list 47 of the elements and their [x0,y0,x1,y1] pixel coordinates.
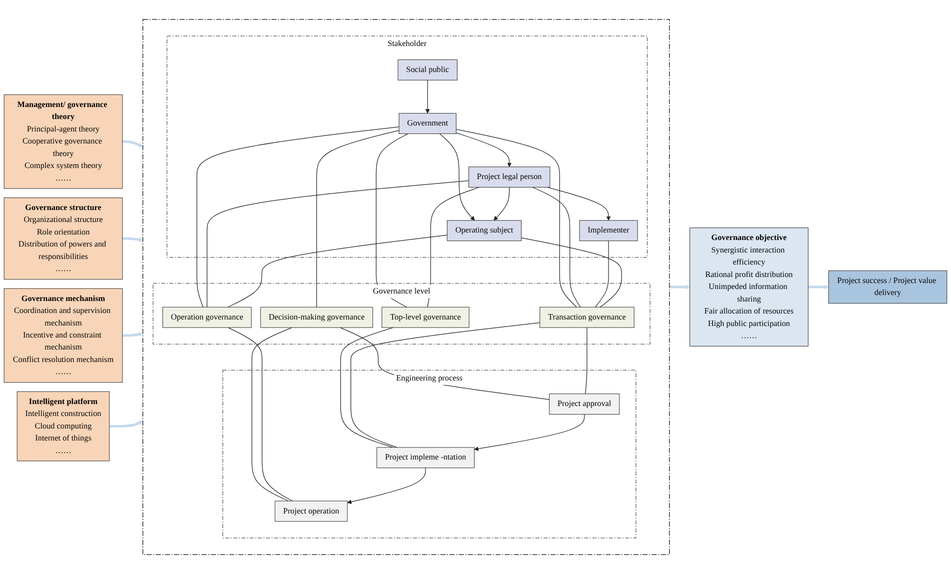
arrow [347,468,426,504]
connector [594,240,609,308]
node-box [162,306,252,328]
connector [228,234,448,308]
node-box [4,288,123,383]
node-box [398,59,458,80]
connector [252,327,292,502]
node-box [4,197,123,280]
arrow [122,332,144,337]
node-box [828,270,948,304]
cluster [142,19,670,555]
node-box [549,394,620,415]
node-box [382,306,470,328]
connector [427,186,480,308]
connector [206,180,470,308]
arrow [546,186,611,221]
arrow [456,132,512,168]
arrow [122,237,144,242]
node-box [446,220,522,242]
connector [196,126,400,308]
connector [350,322,540,448]
arrow [474,414,585,451]
node-box [376,447,475,468]
node-box [579,220,638,242]
arrow [669,284,690,290]
node-box [4,94,123,189]
arrow [425,80,430,114]
connector [532,186,581,308]
arrow [122,140,144,148]
connector [376,133,408,308]
node-box [398,113,456,134]
arrow [808,284,829,290]
node-box [468,166,550,188]
connector [585,327,588,394]
node-box [274,500,348,522]
node-box [540,306,634,328]
connector [520,238,622,308]
arrow [109,420,144,428]
connector [340,327,394,448]
node-box [690,228,808,346]
node-box [16,391,110,462]
arrow [494,186,510,221]
node-box [260,306,373,328]
arrow [439,133,475,221]
connector [316,130,400,308]
connector [456,128,577,308]
connector [228,327,293,502]
